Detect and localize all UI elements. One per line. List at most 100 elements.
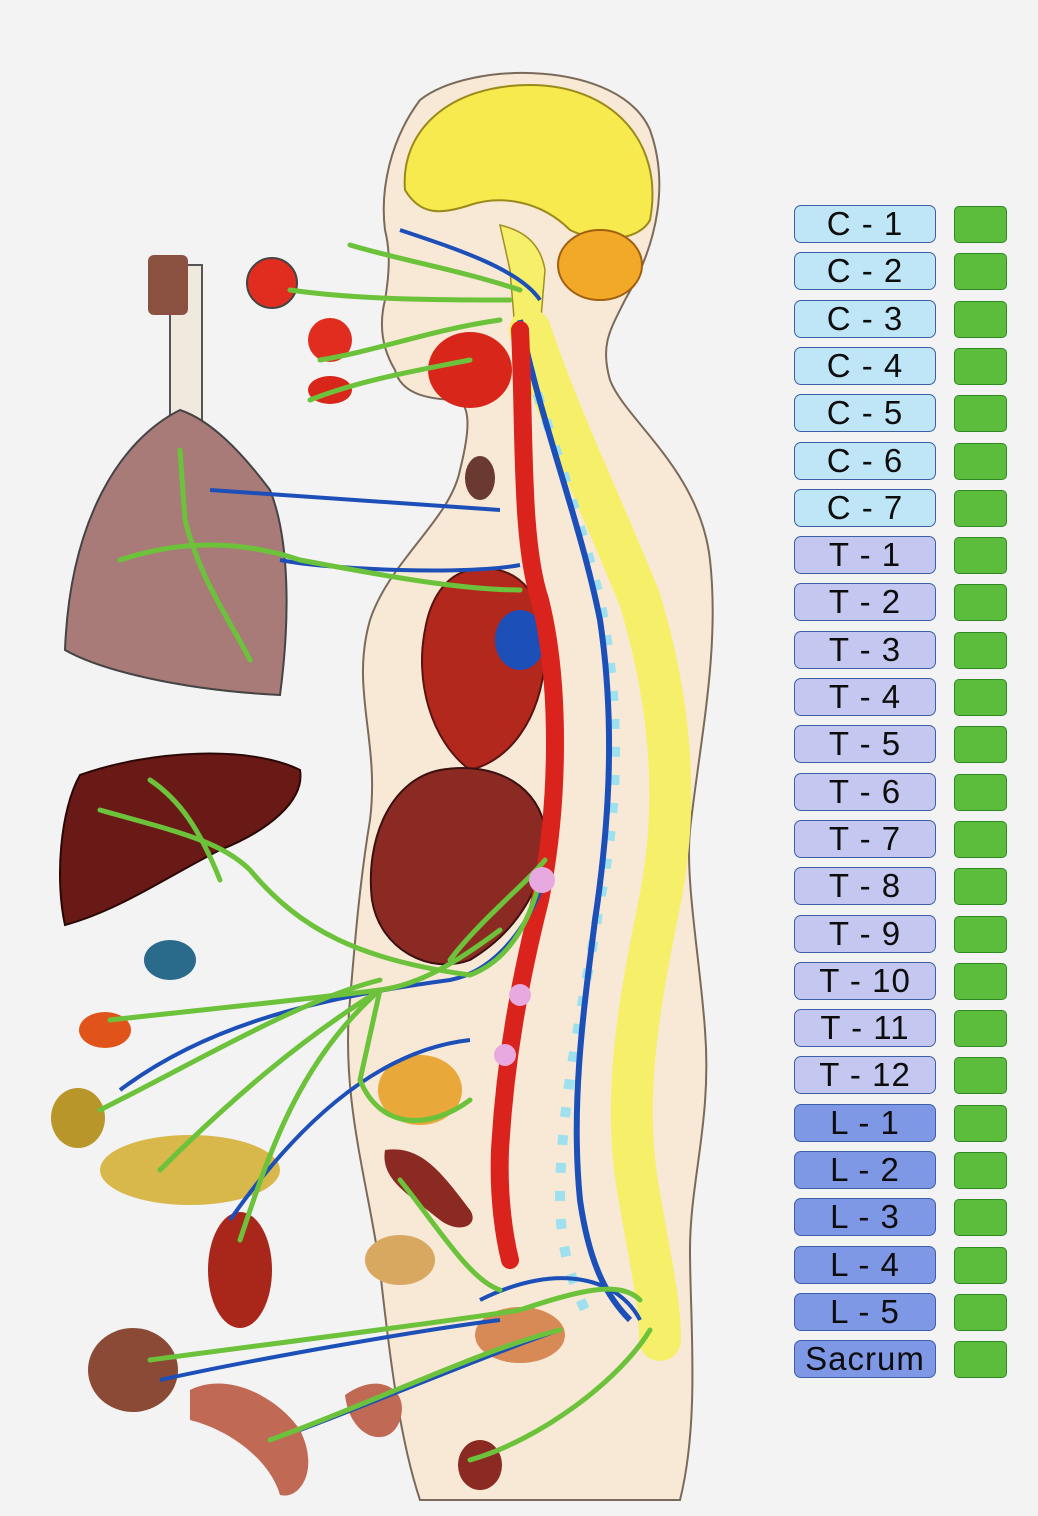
pancreas-left bbox=[51, 1088, 105, 1148]
indicator-swatch bbox=[954, 1010, 1007, 1048]
vertebra-label: T - 11 bbox=[794, 1009, 936, 1048]
vertebra-label: C - 5 bbox=[794, 394, 936, 433]
legend-row: T - 2 bbox=[794, 583, 1010, 622]
legend-row: C - 4 bbox=[794, 346, 1010, 385]
indicator-swatch bbox=[954, 1199, 1007, 1237]
vertebra-label: C - 4 bbox=[794, 346, 936, 385]
vertebra-label: C - 1 bbox=[794, 205, 936, 243]
indicator-swatch bbox=[954, 489, 1007, 527]
indicator-swatch bbox=[954, 1246, 1007, 1284]
ganglion-inferior bbox=[494, 1044, 516, 1066]
kidney bbox=[384, 1149, 473, 1228]
liver-inner bbox=[369, 767, 547, 966]
indicator-swatch bbox=[954, 206, 1007, 243]
legend-row: T - 8 bbox=[794, 867, 1010, 906]
indicator-swatch bbox=[954, 726, 1007, 764]
legend-row: T - 7 bbox=[794, 819, 1010, 858]
vertebra-label: Sacrum bbox=[794, 1340, 936, 1379]
intestine bbox=[365, 1235, 435, 1285]
vertebra-label: T - 12 bbox=[794, 1056, 936, 1095]
vertebra-label: L - 2 bbox=[794, 1151, 936, 1189]
legend-row: L - 3 bbox=[794, 1198, 1010, 1237]
vertebra-label: C - 3 bbox=[794, 299, 936, 338]
bladder bbox=[88, 1328, 178, 1412]
vertebra-label: T - 5 bbox=[794, 725, 936, 764]
vertebra-label: T - 10 bbox=[794, 961, 936, 1000]
aorta bbox=[490, 321, 564, 1269]
indicator-swatch bbox=[954, 679, 1007, 716]
legend-row: T - 1 bbox=[794, 536, 1010, 575]
vertebra-label: L - 1 bbox=[794, 1103, 936, 1142]
indicator-swatch bbox=[954, 584, 1007, 622]
ganglion-celiac bbox=[529, 867, 555, 893]
vertebra-label: T - 3 bbox=[794, 630, 936, 669]
indicator-swatch bbox=[954, 1152, 1007, 1189]
vertebra-label: T - 9 bbox=[794, 914, 936, 953]
legend-row: C - 1 bbox=[794, 205, 1010, 243]
legend-row: T - 9 bbox=[794, 914, 1010, 953]
legend-row: T - 4 bbox=[794, 678, 1010, 716]
indicator-swatch bbox=[954, 1057, 1007, 1095]
eye bbox=[246, 257, 298, 309]
indicator-swatch bbox=[954, 300, 1007, 338]
vertebra-label: T - 2 bbox=[794, 583, 936, 622]
lung bbox=[63, 408, 288, 697]
nerve-paths bbox=[97, 242, 653, 1463]
indicator-swatch bbox=[954, 442, 1007, 480]
legend-row: Sacrum bbox=[794, 1340, 1010, 1379]
vertebra-label: L - 3 bbox=[794, 1198, 936, 1237]
vertebra-label: C - 2 bbox=[794, 252, 936, 291]
ganglion-mesenteric bbox=[509, 984, 531, 1006]
indicator-swatch bbox=[954, 537, 1007, 575]
spleen bbox=[208, 1212, 272, 1328]
spine bbox=[509, 309, 692, 1361]
salivary-gland bbox=[308, 318, 352, 362]
vertebra-label: C - 7 bbox=[794, 488, 936, 527]
cerebellum bbox=[557, 229, 643, 301]
vertebra-label: L - 4 bbox=[794, 1245, 936, 1284]
prostate bbox=[458, 1440, 502, 1490]
legend-row: T - 5 bbox=[794, 725, 1010, 764]
vertebra-label: T - 8 bbox=[794, 867, 936, 906]
adrenal-gland bbox=[378, 1055, 462, 1125]
vertebra-label: C - 6 bbox=[794, 441, 936, 480]
parotid-gland bbox=[428, 332, 512, 408]
indicator-swatch bbox=[954, 868, 1007, 906]
legend-row: L - 2 bbox=[794, 1151, 1010, 1189]
indicator-swatch bbox=[954, 395, 1007, 433]
vertebra-label: T - 7 bbox=[794, 819, 936, 858]
legend-row: C - 7 bbox=[794, 488, 1010, 527]
indicator-swatch bbox=[954, 253, 1007, 291]
legend-row: L - 4 bbox=[794, 1245, 1010, 1284]
legend-row: L - 5 bbox=[794, 1292, 1010, 1331]
indicator-swatch bbox=[954, 347, 1007, 385]
liver bbox=[59, 752, 302, 927]
legend-row: T - 12 bbox=[794, 1056, 1010, 1095]
pancreas bbox=[100, 1135, 280, 1205]
indicator-swatch bbox=[954, 820, 1007, 858]
gallbladder bbox=[144, 940, 196, 980]
legend-row: T - 11 bbox=[794, 1009, 1010, 1048]
legend-row: T - 3 bbox=[794, 630, 1010, 669]
legend-row: C - 5 bbox=[794, 394, 1010, 433]
vertebra-label: T - 6 bbox=[794, 772, 936, 811]
indicator-swatch bbox=[954, 1104, 1007, 1142]
legend-row: T - 10 bbox=[794, 961, 1010, 1000]
vertebra-label: T - 4 bbox=[794, 678, 936, 716]
brain bbox=[403, 83, 654, 240]
legend-row: T - 6 bbox=[794, 772, 1010, 811]
legend-row: L - 1 bbox=[794, 1103, 1010, 1142]
indicator-swatch bbox=[954, 962, 1007, 1000]
thymus bbox=[465, 456, 495, 500]
legend-row: C - 3 bbox=[794, 299, 1010, 338]
spinal-cord bbox=[517, 319, 633, 1323]
indicator-swatch bbox=[954, 1293, 1007, 1331]
heart-chamber bbox=[495, 610, 545, 670]
indicator-swatch bbox=[954, 631, 1007, 669]
indicator-swatch bbox=[954, 773, 1007, 811]
vertebra-label: L - 5 bbox=[794, 1292, 936, 1331]
larynx bbox=[148, 255, 188, 315]
indicator-swatch bbox=[954, 915, 1007, 953]
uterus bbox=[190, 1383, 309, 1496]
